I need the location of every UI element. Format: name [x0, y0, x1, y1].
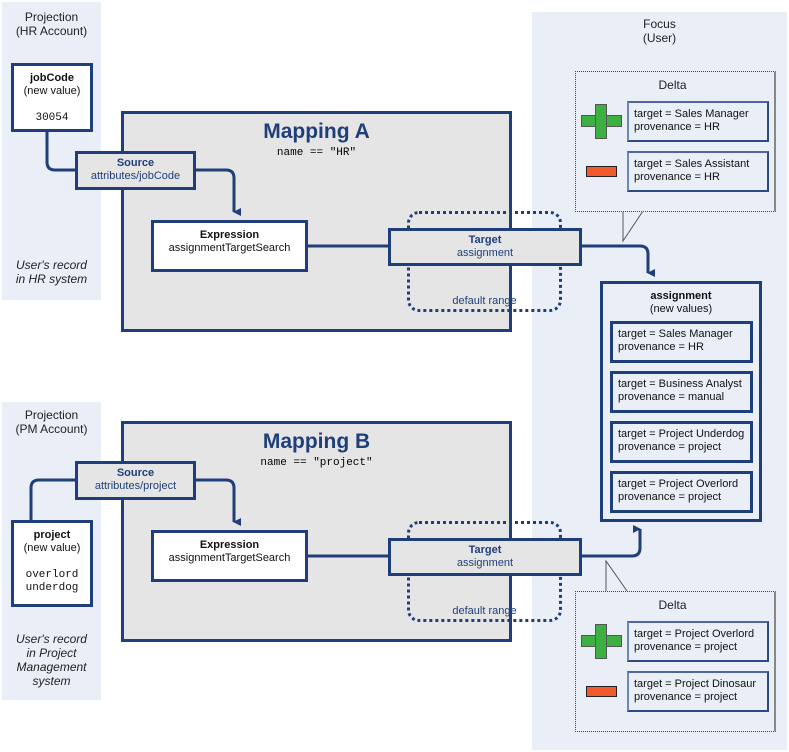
attr-name: jobCode	[30, 72, 74, 84]
mapping-condition: name == "HR"	[276, 147, 357, 159]
mapping-title: Mapping B	[262, 430, 371, 453]
expression-a: Expression assignmentTargetSearch	[151, 220, 308, 272]
minus-icon	[586, 686, 617, 697]
attr-value: underdog	[25, 582, 79, 594]
range-label: default range	[452, 295, 517, 307]
panel-subtitle: (User)	[642, 31, 677, 45]
source-a: Source attributes/jobCode	[75, 151, 196, 190]
expression-b: Expression assignmentTargetSearch	[151, 530, 308, 582]
attr-name: project	[33, 529, 71, 541]
target-b: Target assignment	[388, 538, 582, 576]
delta-title: Delta	[658, 78, 687, 92]
source-label: Source	[116, 157, 155, 169]
target-label: Target	[468, 544, 502, 556]
plus-icon	[581, 624, 622, 659]
plus-icon	[581, 104, 622, 139]
jobcode-attribute: jobCode (new value) 30054	[11, 63, 93, 132]
source-b: Source attributes/project	[75, 461, 196, 500]
minus-icon	[586, 166, 617, 177]
assignment-title: assignment	[650, 290, 712, 302]
project-attribute: project (new value) overlord underdog	[11, 520, 93, 607]
panel-title: Projection	[24, 408, 79, 422]
expression-name: assignmentTargetSearch	[168, 552, 291, 564]
panel-title: Projection	[24, 10, 79, 24]
expression-label: Expression	[199, 539, 260, 551]
target-a: Target assignment	[388, 228, 582, 266]
panel-subtitle: (HR Account)	[15, 24, 88, 38]
target-name: assignment	[456, 557, 514, 569]
expression-label: Expression	[199, 229, 260, 241]
attr-sub: (new value)	[23, 85, 81, 97]
expression-name: assignmentTargetSearch	[168, 242, 291, 254]
delta-title: Delta	[658, 598, 687, 612]
panel-subtitle: (PM Account)	[15, 422, 88, 436]
attr-value: overlord	[25, 569, 79, 581]
source-label: Source	[116, 467, 155, 479]
mapping-condition: name == "project"	[260, 457, 373, 469]
panel-title: Focus	[643, 17, 676, 31]
mapping-title: Mapping A	[263, 120, 370, 143]
attr-value: 30054	[35, 112, 69, 124]
source-path: attributes/project	[94, 480, 177, 492]
source-path: attributes/jobCode	[90, 170, 181, 182]
target-name: assignment	[456, 247, 514, 259]
assignment-subtitle: (new values)	[649, 303, 713, 315]
attr-sub: (new value)	[23, 542, 81, 554]
range-label: default range	[452, 605, 517, 617]
target-label: Target	[468, 234, 502, 246]
